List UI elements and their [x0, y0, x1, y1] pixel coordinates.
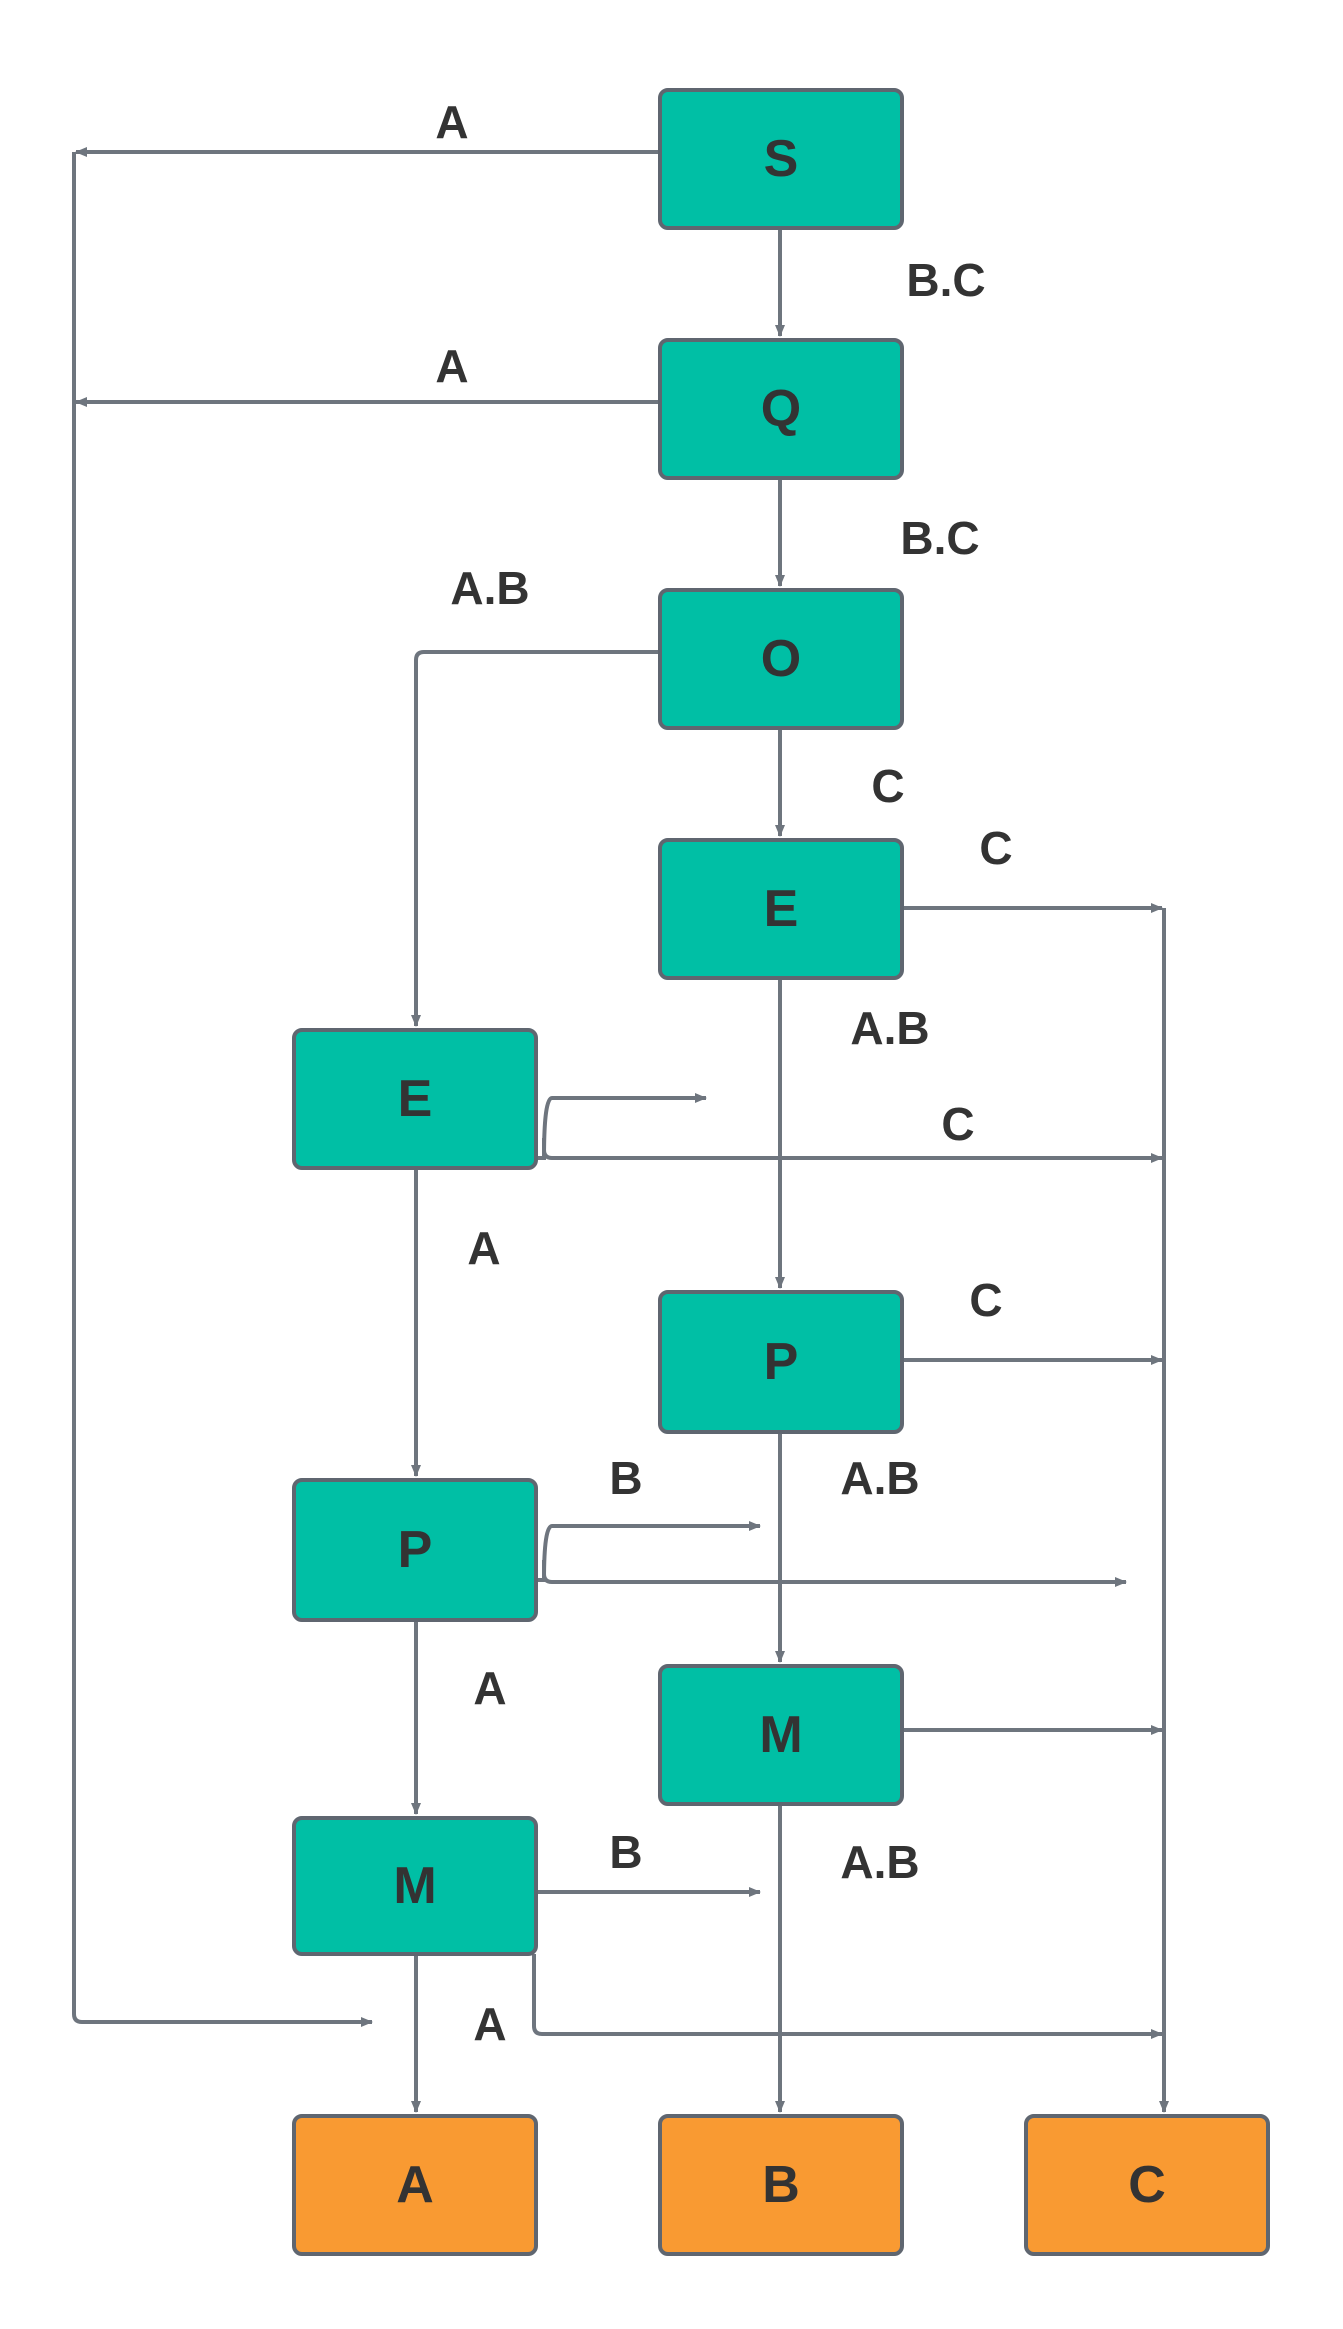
output-node-c[interactable]: C — [1024, 2114, 1270, 2256]
edge-o-to-e-left — [411, 650, 660, 1027]
node-s[interactable]: S — [658, 88, 904, 230]
edge-e-left-to-c-rail — [542, 1138, 1163, 1163]
output-node-b[interactable]: B — [658, 2114, 904, 2256]
edge-labels: A B.C A B.C A.B C C A.B C A C B A.B A B … — [435, 96, 1012, 2050]
edges — [72, 147, 1169, 2113]
label-p-left-b: B — [609, 1452, 642, 1504]
label-e-right-to-c: C — [979, 822, 1012, 874]
edge-p-left-long — [542, 1560, 1127, 1587]
label-e-left-to-c: C — [941, 1098, 974, 1150]
node-p-left-label: P — [398, 1521, 433, 1579]
output-node-a[interactable]: A — [292, 2114, 538, 2256]
label-p-right-to-c: C — [969, 1274, 1002, 1326]
nodes: S Q O E E P P M — [292, 88, 1270, 2256]
node-m-left-label: M — [393, 1857, 436, 1915]
label-q-to-left: A — [435, 340, 468, 392]
node-p-right[interactable]: P — [658, 1290, 904, 1434]
node-m-right-label: M — [759, 1706, 802, 1764]
node-o[interactable]: O — [658, 588, 904, 730]
label-e-right-to-p-right: A.B — [850, 1002, 929, 1054]
node-q-label: Q — [761, 380, 801, 438]
label-p-left-to-m-left: A — [473, 1662, 506, 1714]
node-o-label: O — [761, 630, 801, 688]
node-e-left[interactable]: E — [292, 1028, 538, 1170]
label-p-right-to-m-right: A.B — [840, 1452, 919, 1504]
node-e-right[interactable]: E — [658, 838, 904, 980]
node-m-left[interactable]: M — [292, 1816, 538, 1956]
label-m-right-to-b: A.B — [840, 1836, 919, 1888]
output-node-b-label: B — [762, 2156, 800, 2214]
label-q-to-o: B.C — [900, 512, 979, 564]
label-e-left-to-p-left: A — [467, 1222, 500, 1274]
edge-p-left-b — [536, 1521, 761, 1582]
edge-left-rail — [72, 152, 373, 2027]
node-p-left[interactable]: P — [292, 1478, 538, 1622]
label-m-left-b: B — [609, 1826, 642, 1878]
label-m-left-to-a: A — [473, 1998, 506, 2050]
output-node-c-label: C — [1128, 2156, 1166, 2214]
node-p-right-label: P — [764, 1333, 799, 1391]
node-s-label: S — [764, 130, 799, 188]
node-q[interactable]: Q — [658, 338, 904, 480]
label-s-to-q: B.C — [906, 254, 985, 306]
node-m-right[interactable]: M — [658, 1664, 904, 1806]
label-o-to-e-right: C — [871, 760, 904, 812]
label-s-to-left: A — [435, 96, 468, 148]
output-node-a-label: A — [396, 2156, 434, 2214]
node-e-right-label: E — [764, 880, 799, 938]
edge-e-left-short — [536, 1093, 707, 1160]
node-e-left-label: E — [398, 1070, 433, 1128]
label-o-to-e-left: A.B — [450, 562, 529, 614]
edge-m-left-to-c-rail — [532, 1954, 1163, 2039]
